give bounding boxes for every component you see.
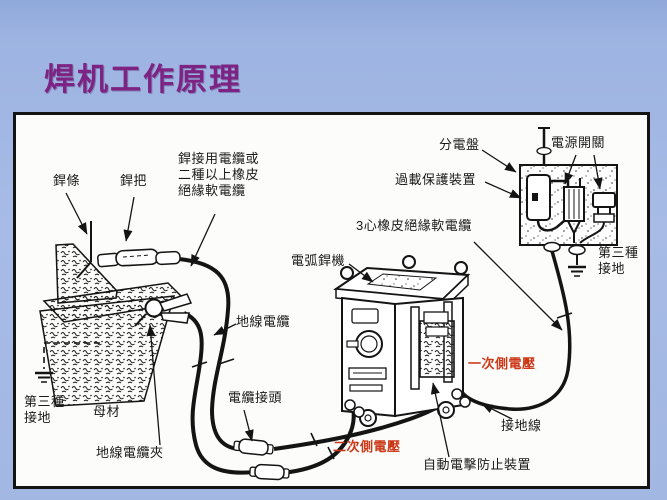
label-welding-cable-line3: 絕緣軟電纜 [178,183,246,198]
label-electrode: 銲條 [53,173,81,188]
label-welding-cable-line2: 二種以上橡皮 [178,167,260,182]
label-power-switch: 電源開關 [551,135,606,150]
label-third-type-ground-right-line2: 接地 [598,261,626,276]
welding-machine-drawing [333,255,471,427]
label-third-type-ground-right: 第三種 接地 [598,245,639,277]
ground-clamp-drawing [134,293,193,327]
label-grounding-wire: 接地線 [501,418,542,433]
label-ground-cable-clamp: 地線電纜夾 [96,445,164,460]
label-cable-connector: 電纜接頭 [228,390,283,405]
label-third-type-ground-right-line1: 第三種 [598,245,639,260]
cable-connector-drawing [233,438,290,481]
label-welding-cable: 銲接用電纜或 二種以上橡皮 絕緣軟電纜 [178,151,259,199]
cable-break-marks [191,312,573,460]
label-arc-welding-machine: 電弧銲機 [291,253,346,268]
label-primary-side-voltage: 一次側電壓 [468,356,536,371]
label-welding-cable-line1: 銲接用電纜或 [178,151,260,166]
label-base-material: 母材 [93,404,121,419]
label-overload-protection: 過載保護裝置 [395,172,477,187]
distribution-panel-drawing [519,127,618,265]
label-distribution-panel: 分電盤 [439,137,480,152]
label-auto-shock-prevention: 自動電擊防止裝置 [423,457,532,472]
label-third-type-ground-left: 第三種 接地 [24,394,65,426]
label-ground-wire-cable: 地線電纜 [236,314,291,329]
ground-symbol-right [568,265,586,277]
label-three-core-cable: 3心橡皮絕緣軟電纜 [356,218,472,233]
three-core-cable-drawing [459,250,572,411]
diagram-panel: 銲條 銲把 銲接用電纜或 二種以上橡皮 絕緣軟電纜 分電盤 電源開關 過載保護裝… [13,112,650,489]
label-secondary-side-voltage: 二次側電壓 [333,439,401,454]
leader-arrows [65,149,603,458]
electrode-holder-drawing [76,221,181,279]
page-title: 焊机工作原理 [44,62,242,98]
label-third-type-ground-left-line2: 接地 [24,410,52,425]
ground-symbol-left [35,342,100,383]
label-electrode-holder: 銲把 [120,173,148,188]
workpiece-drawing [39,243,189,407]
welding-diagram-svg [35,127,618,481]
label-third-type-ground-left-line1: 第三種 [24,394,65,409]
